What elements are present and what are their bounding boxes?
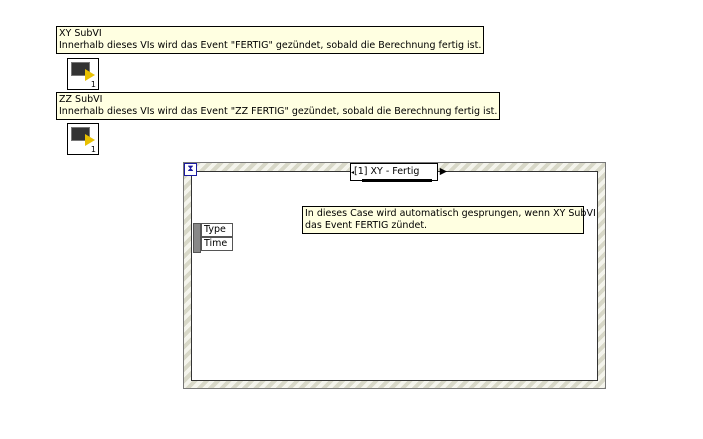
event-data-time[interactable]: Time bbox=[201, 237, 233, 251]
xy-subvi-comment: XY SubVI Innerhalb dieses VIs wird das E… bbox=[56, 26, 485, 54]
selector-label: [1] XY - Fertig bbox=[354, 166, 420, 177]
amplifier-icon bbox=[85, 69, 95, 81]
hourglass-icon: ⧗ bbox=[184, 163, 197, 176]
amplifier-icon bbox=[85, 134, 95, 146]
event-data-type[interactable]: Type bbox=[201, 223, 233, 237]
zz-subvi-node[interactable]: 1 bbox=[67, 123, 99, 155]
comment-text: Innerhalb dieses VIs wird das Event "FER… bbox=[59, 40, 482, 51]
event-case-comment: In dieses Case wird automatisch gesprung… bbox=[302, 206, 596, 234]
event-case-diagram[interactable] bbox=[191, 171, 598, 381]
increment-arrow-icon[interactable]: ▶ bbox=[439, 166, 447, 177]
comment-line: In dieses Case wird automatisch gesprung… bbox=[305, 208, 596, 219]
xy-subvi-node[interactable]: 1 bbox=[67, 58, 99, 90]
selector-shadow bbox=[362, 179, 432, 182]
comment-title: ZZ SubVI bbox=[59, 94, 103, 105]
comment-line: das Event FERTIG zündet. bbox=[305, 220, 428, 231]
decrement-arrow-icon[interactable]: ◂ bbox=[351, 169, 355, 176]
subvi-number: 1 bbox=[90, 80, 96, 89]
comment-text: Innerhalb dieses VIs wird das Event "ZZ … bbox=[59, 106, 498, 117]
event-structure[interactable]: ⧗ ◂[1] XY - Fertig ▶ Type Time In dieses… bbox=[183, 162, 606, 389]
comment-title: XY SubVI bbox=[59, 28, 102, 39]
subvi-number: 1 bbox=[90, 145, 96, 154]
zz-subvi-comment: ZZ SubVI Innerhalb dieses VIs wird das E… bbox=[56, 92, 501, 120]
node-grip[interactable] bbox=[193, 223, 201, 253]
